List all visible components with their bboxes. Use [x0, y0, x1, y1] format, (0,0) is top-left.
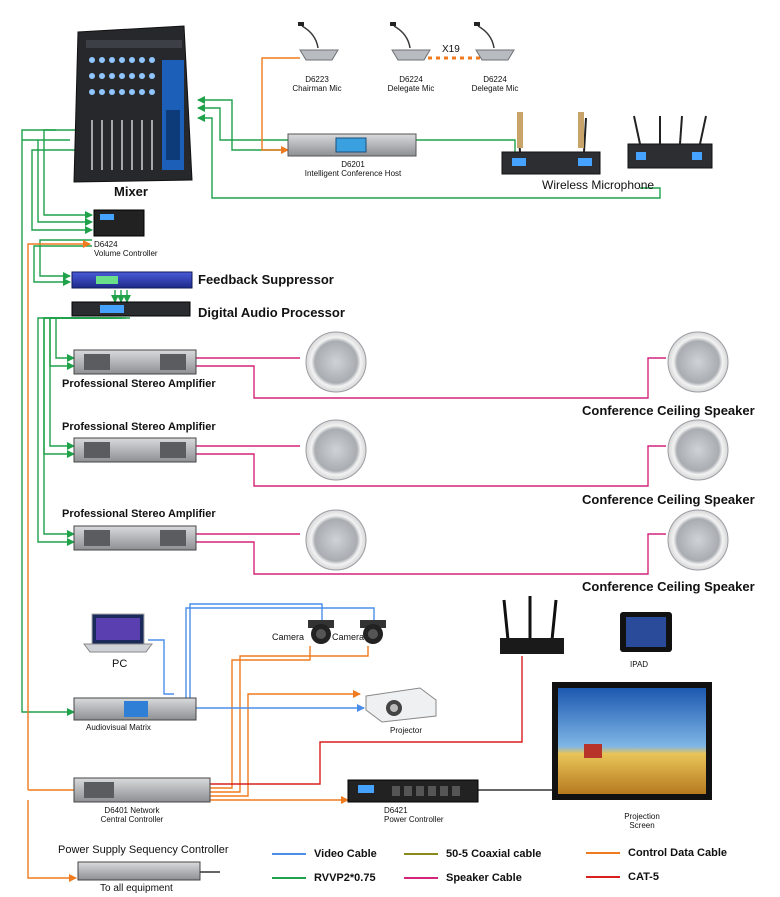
amplifier-3-label: Professional Stereo Amplifier [62, 508, 216, 520]
mixer-label: Mixer [114, 184, 148, 199]
legend-label-cat5: CAT-5 [628, 871, 659, 883]
legend-swatch-control [586, 852, 620, 854]
conference-host-label: D6201 Intelligent Conference Host [298, 160, 408, 178]
legend-item-speaker: Speaker Cable [404, 872, 522, 884]
delegate-count: X19 [442, 44, 460, 55]
ipad-device [620, 612, 672, 652]
camera-1 [308, 620, 334, 644]
legend-label-coax: 50-5 Coaxial cable [446, 848, 542, 860]
ceiling-speaker-label-1: Conference Ceiling Speaker [582, 403, 755, 418]
conference-host-name: Intelligent Conference Host [304, 169, 402, 178]
chairman-mic-model: D6223 [305, 75, 329, 84]
amplifier-2-label: Professional Stereo Amplifier [62, 421, 216, 433]
speaker-3a [305, 509, 367, 571]
ceiling-speaker-label-3: Conference Ceiling Speaker [582, 579, 755, 594]
delegate-mic-1-name: Delegate Mic [387, 84, 435, 93]
power-controller-model: D6421 [384, 806, 408, 815]
chairman-mic-name: Chairman Mic [292, 84, 342, 93]
delegate-mic-2-model: D6224 [483, 75, 507, 84]
volume-controller [93, 209, 145, 237]
chairman-mic-label: D6223 Chairman Mic [286, 75, 348, 93]
conference-host-model: D6201 [341, 160, 365, 169]
feedback-suppressor-label: Feedback Suppressor [198, 272, 334, 287]
delegate-mic-2-name: Delegate Mic [471, 84, 519, 93]
central-controller-name: Central Controller [100, 815, 164, 824]
cat5-cable-lines [210, 656, 523, 785]
projection-screen-line1: Projection [624, 812, 660, 821]
volume-controller-model: D6424 [94, 240, 118, 249]
power-line [200, 789, 552, 873]
legend-label-video: Video Cable [314, 848, 377, 860]
chairman-mic [298, 22, 339, 61]
delegate-mic-1 [390, 22, 431, 61]
legend-item-cat5: CAT-5 [586, 871, 659, 883]
projection-screen-line2: Screen [629, 821, 655, 830]
legend-item-video: Video Cable [272, 848, 377, 860]
pc-laptop [83, 613, 153, 653]
projector-label: Projector [390, 726, 423, 735]
legend-label-rvvp: RVVP2*0.75 [314, 872, 376, 884]
legend-swatch-rvvp [272, 877, 306, 879]
wireless-receiver-2 [627, 115, 713, 169]
control-cable-lines [27, 57, 369, 882]
camera-2 [360, 620, 386, 644]
amplifier-3 [73, 525, 197, 551]
volume-controller-name: Volume Controller [94, 249, 158, 258]
ceiling-speaker-label-2: Conference Ceiling Speaker [582, 492, 755, 507]
speaker-3b [667, 509, 729, 571]
legend-swatch-speaker [404, 877, 438, 879]
projection-screen-label: Projection Screen [612, 812, 672, 830]
sequencer-label: Power Supply Sequency Controller [58, 844, 229, 856]
wireless-receiver-1 [501, 112, 601, 175]
cables [21, 57, 666, 882]
central-controller-device [73, 777, 211, 803]
mixer-device [73, 25, 193, 183]
pc-label: PC [112, 658, 128, 670]
conference-host [287, 133, 417, 157]
central-controller-model: D6401 Network [104, 806, 160, 815]
volume-controller-label: D6424 Volume Controller [94, 240, 158, 258]
legend-swatch-video [272, 853, 306, 855]
central-controller-label: D6401 Network Central Controller [88, 806, 176, 824]
av-matrix-device [73, 697, 197, 721]
legend-swatch-coax [404, 853, 438, 855]
ipad-label: IPAD [630, 660, 649, 669]
speaker-2b [667, 419, 729, 481]
legend-label-control: Control Data Cable [628, 847, 728, 859]
legend-item-coax: 50-5 Coaxial cable [404, 848, 541, 860]
video-cable-lines [148, 603, 375, 712]
wireless-mic-label: Wireless Microphone [542, 178, 655, 192]
ceiling-speakers [305, 331, 729, 571]
legend-label-speaker: Speaker Cable [446, 872, 522, 884]
delegate-mic-1-model: D6224 [399, 75, 423, 84]
router-device [500, 596, 564, 654]
audio-processor-label: Digital Audio Processor [198, 305, 345, 320]
power-controller-label: D6421 Power Controller [384, 806, 444, 824]
delegate-mic-2-label: D6224 Delegate Mic [464, 75, 526, 93]
av-matrix-label: Audiovisual Matrix [86, 723, 151, 732]
power-controller-device [347, 779, 479, 803]
legend-swatch-cat5 [586, 876, 620, 878]
legend-item-control: Control Data Cable [586, 847, 727, 859]
speaker-1b [667, 331, 729, 393]
speaker-2a [305, 419, 367, 481]
power-controller-name: Power Controller [384, 815, 444, 824]
sequencer-note: To all equipment [100, 883, 173, 894]
camera-1-label: Camera [272, 632, 305, 642]
amplifier-2 [73, 437, 197, 463]
audio-processor-device [71, 301, 191, 317]
amplifier-1-label: Professional Stereo Amplifier [62, 378, 216, 390]
legend-item-rvvp: RVVP2*0.75 [272, 872, 376, 884]
delegate-mic-1-label: D6224 Delegate Mic [380, 75, 442, 93]
speaker-cable-lines [196, 357, 666, 575]
sequencer-device [77, 861, 201, 881]
projector-device [365, 687, 437, 723]
delegate-mic-2 [474, 22, 515, 61]
projection-screen-device [552, 682, 712, 800]
speaker-1a [305, 331, 367, 393]
feedback-suppressor-device [71, 271, 193, 289]
amplifier-1 [73, 349, 197, 375]
camera-2-label: Camera [332, 632, 365, 642]
